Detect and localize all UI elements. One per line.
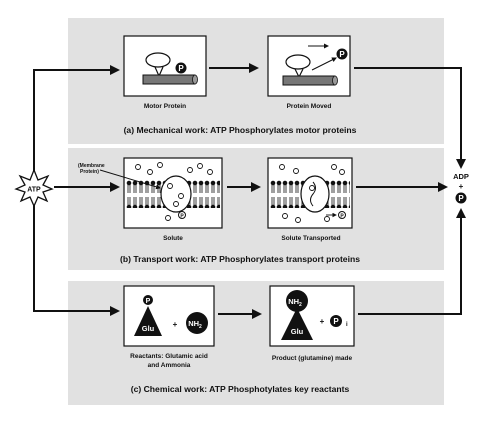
connector-arrows [33, 65, 466, 316]
glutamine-nh2-circle [286, 290, 308, 312]
inorganic-phosphate-icon [330, 315, 342, 327]
inorganic-phosphate-subscript: i [346, 322, 348, 328]
panel-c-to-adp-arrow [358, 208, 466, 315]
reactants-caption-line2: and Ammonia [148, 362, 191, 369]
atp-to-panel-a-arrow [33, 65, 120, 178]
panel-c-title: (c) Chemical work: ATP Phosphotylates ke… [131, 384, 350, 394]
glu-phosphate-icon [143, 295, 153, 305]
phosphate-label: P [178, 64, 184, 73]
panel-chemical-work: P Glu + NH2 Reactants: Glutamic acid and… [68, 281, 444, 405]
membrane-protein-pointer [99, 169, 161, 190]
panel-mechanical-work: P Motor Protein P Protein Moved (a) Mech… [68, 18, 444, 144]
glutamic-acid-label: Glu [142, 324, 155, 333]
inorganic-phosphate-label: P [333, 317, 339, 326]
open-channel [310, 181, 316, 207]
reactant-plus: + [173, 320, 178, 329]
ammonia-circle [186, 312, 208, 334]
panel-a-to-adp-arrow [354, 67, 466, 169]
solute-transported-caption: Solute Transported [281, 235, 340, 242]
product-plus: + [320, 317, 325, 326]
protein-moved-icon: P [282, 43, 348, 86]
atp-starburst: ATP [14, 168, 54, 208]
motor-protein-icon: P [142, 52, 198, 85]
adp-plus: + [459, 182, 464, 191]
atp-to-panel-c-arrow [33, 198, 120, 316]
atp-label: ATP [27, 187, 41, 194]
bound-phosphate-label: P [180, 214, 184, 220]
solute-molecules-left [135, 162, 213, 221]
phosphate-icon [175, 62, 187, 74]
adp-phosphate-label: P [458, 194, 464, 203]
panel-b-title: (b) Transport work: ATP Phosphorylates t… [120, 254, 360, 264]
glutamine-triangle [281, 308, 313, 340]
protein-moved-box [267, 35, 351, 97]
released-phosphate-icon [336, 48, 348, 60]
transport-protein-open [300, 175, 330, 213]
solute-caption: Solute [163, 235, 183, 242]
ammonia-label: NH2 [188, 319, 202, 330]
solute-molecules-right [279, 164, 345, 223]
glutamic-acid-triangle [134, 306, 162, 336]
adp-label: ADP [453, 172, 469, 181]
bound-phosphate-icon [178, 211, 186, 219]
released-phosphate-b-label: P [340, 214, 344, 220]
glutamine-nh2-label: NH2 [288, 297, 302, 308]
panel-transport-work: P (Membrane Protein) Solute P Solute Tra… [68, 148, 444, 270]
protein-moved-caption: Protein Moved [287, 103, 332, 110]
released-phosphate-label: P [339, 50, 345, 59]
glutamine-glu-label: Glu [291, 327, 304, 336]
adp-products: ADP + P [453, 172, 469, 204]
glu-phosphate-label: P [146, 298, 151, 305]
panel-a-title: (a) Mechanical work: ATP Phosphorylates … [124, 125, 357, 135]
starburst-icon [14, 168, 54, 208]
motor-protein-caption: Motor Protein [144, 103, 186, 110]
product-caption: Product (glutamine) made [272, 355, 353, 362]
reactants-caption-line1: Reactants: Glutamic acid [130, 353, 208, 360]
membrane-label-line1: (Membrane [78, 163, 105, 169]
membrane-label-line2: Protein) [80, 169, 99, 175]
release-arrow [311, 57, 337, 71]
released-phosphate-b-icon [338, 211, 346, 219]
adp-phosphate-icon [455, 192, 467, 204]
